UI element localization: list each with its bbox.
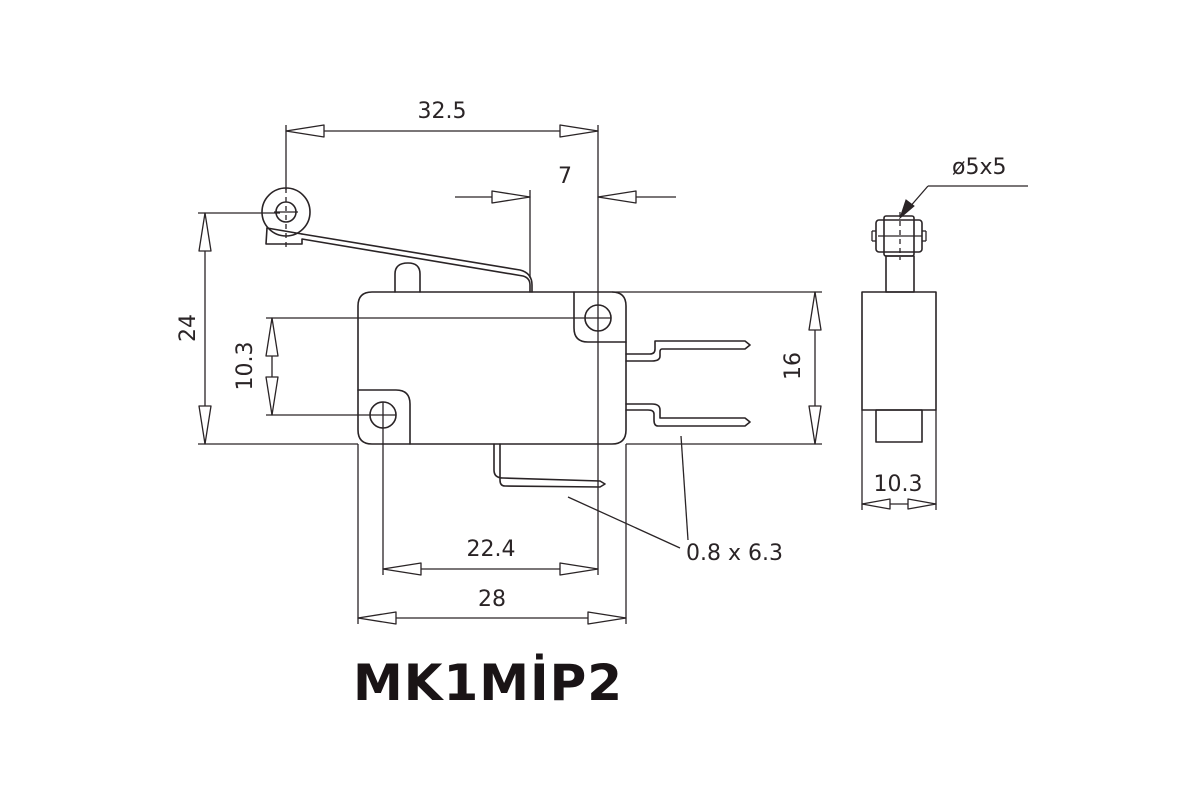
terminal-bottom [493,443,606,488]
bottom-left-hole-boss [357,389,411,445]
dim-roller: ø5x5 [952,155,1006,180]
terminal-lower [625,403,751,427]
top-right-hole-boss [573,291,627,343]
lever-arm [265,227,531,293]
dimension-labels: 32.5 7 24 10.3 16 22.4 28 0.8 x 6.3 ø5x5… [176,99,1006,612]
dim-16: 16 [781,352,806,380]
switch-body [357,291,627,445]
dim-10-3-vertical: 10.3 [233,342,258,391]
side-view [861,212,937,443]
dimension-lines [198,124,822,625]
plunger [394,262,421,293]
center-lines [274,188,611,428]
dim-32-5: 32.5 [418,99,467,124]
terminal-upper [625,340,751,362]
dim-10-3-side: 10.3 [874,472,923,497]
model-name: MK1MİP2 [353,654,623,712]
dim-28: 28 [478,587,506,612]
side-view-dimensions [861,185,1028,510]
dim-terminal: 0.8 x 6.3 [686,541,783,566]
dim-7: 7 [558,164,572,189]
front-view [261,187,751,488]
dim-24: 24 [176,314,201,342]
dim-22-4: 22.4 [467,537,516,562]
